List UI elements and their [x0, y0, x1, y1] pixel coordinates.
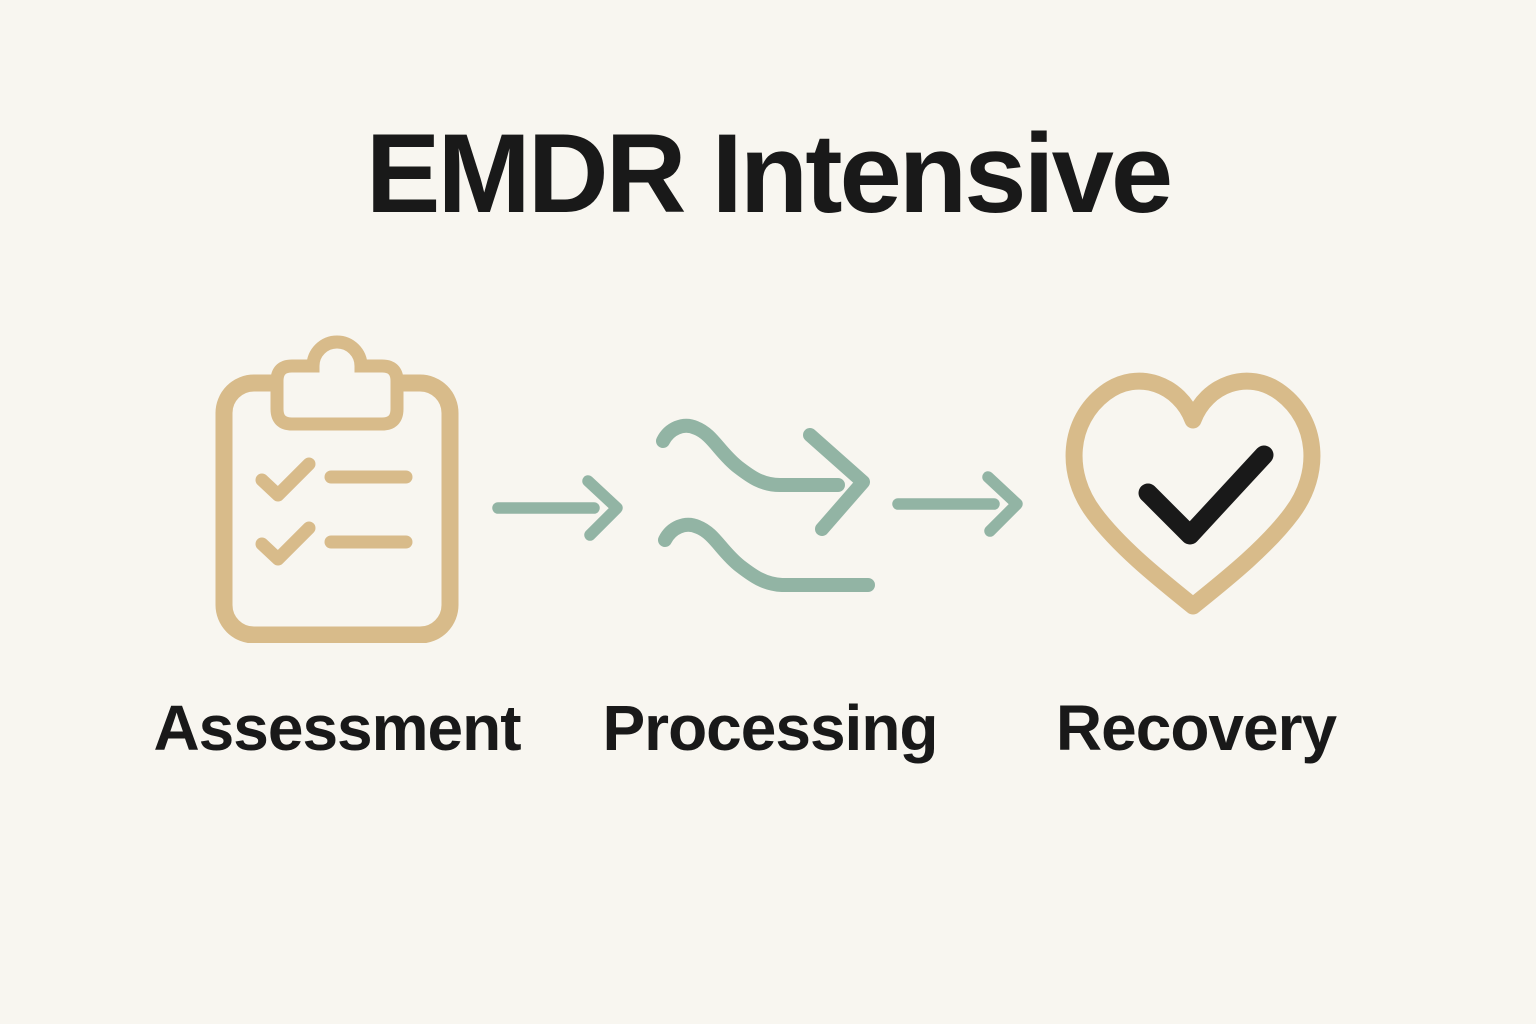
page-title: EMDR Intensive — [365, 111, 1173, 236]
clipboard-checklist-icon — [214, 333, 459, 643]
step-label-assessment: Assessment — [153, 692, 521, 764]
heart-check-icon — [1048, 363, 1346, 635]
right-arrow-icon — [489, 474, 625, 542]
step-label-recovery: Recovery — [1055, 692, 1337, 764]
waves-arrow-icon — [650, 415, 880, 600]
step-label-processing: Processing — [602, 692, 938, 764]
right-arrow-icon — [889, 470, 1025, 538]
